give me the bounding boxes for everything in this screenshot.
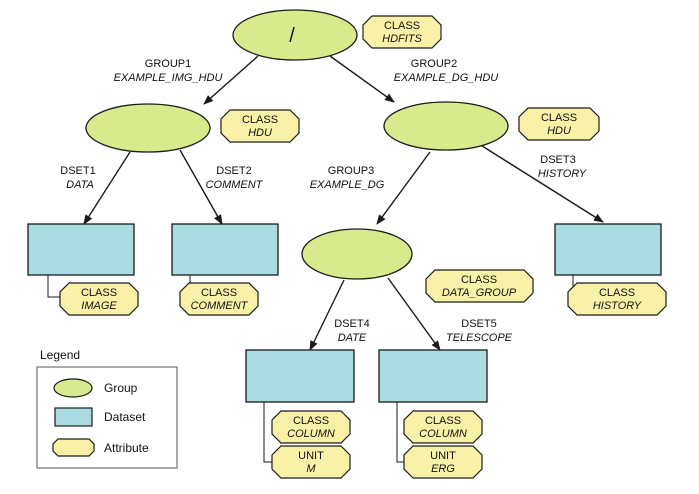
edge-label-group3-name: GROUP3: [328, 165, 374, 177]
legend-title: Legend: [40, 348, 80, 362]
attr-dset5-class-key: CLASS: [425, 415, 461, 427]
edge-label-group2-name: GROUP2: [411, 58, 457, 70]
edge-label-dset2-value: COMMENT: [206, 179, 264, 191]
edge-label-group1-value: EXAMPLE_IMG_HDU: [114, 72, 223, 84]
attr-group2-class-key: CLASS: [541, 112, 577, 124]
legend-attribute-label: Attribute: [104, 441, 149, 455]
attr-group3-class-value: DATA_GROUP: [442, 287, 517, 299]
root-label: /: [289, 25, 295, 47]
attr-dset1-class-key: CLASS: [81, 287, 117, 299]
edge-root-group1: [203, 55, 259, 105]
connector-dset5-attrs: [396, 402, 404, 463]
legend-dataset-label: Dataset: [104, 410, 146, 424]
edge-label-dset2-name: DSET2: [216, 165, 251, 177]
edge-labels: GROUP1 EXAMPLE_IMG_HDU GROUP2 EXAMPLE_DG…: [60, 58, 587, 344]
edge-label-dset5-value: TELESCOPE: [446, 332, 513, 344]
attr-group2-class-value: HDU: [547, 125, 571, 137]
legend-group-label: Group: [104, 381, 138, 395]
attr-dset5-unit-value: ERG: [431, 463, 455, 475]
attr-dset3-class-value: HISTORY: [593, 300, 642, 312]
attribute-texts: CLASS HDFITS CLASS HDU CLASS HDU CLASS I…: [81, 20, 642, 475]
edge-label-dset1-name: DSET1: [60, 165, 95, 177]
legend: Legend Group Dataset Attribute: [36, 348, 178, 469]
attr-dset3-class[interactable]: [567, 282, 667, 316]
legend-group-swatch: [53, 378, 93, 398]
edge-label-dset3-name: DSET3: [540, 154, 575, 166]
edge-label-dset5-name: DSET5: [461, 318, 496, 330]
edge-label-group1-name: GROUP1: [145, 58, 191, 70]
edge-group1-dset2: [179, 149, 223, 225]
attr-root-class-value: HDFITS: [382, 33, 422, 45]
dataset-dset3[interactable]: [554, 223, 662, 276]
edge-label-group3-value: EXAMPLE_DG: [310, 179, 385, 191]
group-group1[interactable]: [85, 103, 211, 153]
connector-dset4-attrs: [263, 402, 272, 463]
dataset-dset5[interactable]: [378, 349, 488, 403]
attr-dset2-class-key: CLASS: [201, 287, 237, 299]
attr-dset2-class-value: COMMENT: [191, 300, 249, 312]
legend-dataset-swatch: [54, 407, 93, 427]
edge-label-dset4-name: DSET4: [334, 318, 369, 330]
attr-dset4-class-value: COLUMN: [287, 428, 335, 440]
dataset-dset1[interactable]: [27, 223, 135, 276]
edge-group3-dset4: [309, 279, 345, 351]
attribute-tags: [59, 15, 667, 479]
edge-group1-dset1: [83, 151, 131, 225]
legend-attribute-swatch: [52, 438, 95, 457]
attr-group1-class[interactable]: [220, 109, 300, 143]
attr-dset1-class-value: IMAGE: [81, 300, 117, 312]
attr-dset4-class-key: CLASS: [293, 415, 329, 427]
connector-dset1-class: [47, 275, 60, 298]
edges: [83, 55, 604, 351]
attr-dset2-class[interactable]: [179, 282, 259, 316]
edge-label-dset1-value: DATA: [66, 179, 94, 191]
attr-dset1-class[interactable]: [59, 282, 139, 316]
group-root[interactable]: [232, 9, 358, 61]
group-group3[interactable]: [301, 228, 413, 280]
edge-group2-dset3: [478, 143, 604, 223]
attr-dset5-unit-key: UNIT: [430, 450, 456, 462]
edge-label-dset3-value: HISTORY: [538, 168, 587, 180]
attr-dset4-unit-key: UNIT: [298, 450, 324, 462]
dataset-dset2[interactable]: [171, 223, 279, 276]
attr-group3-class-key: CLASS: [461, 274, 497, 286]
attr-group1-class-key: CLASS: [242, 114, 278, 126]
legend-box: [36, 366, 178, 469]
edge-group3-dset5: [387, 277, 441, 351]
attr-dset4-unit[interactable]: [271, 445, 351, 479]
edge-root-group2: [329, 55, 395, 103]
group-group2[interactable]: [383, 101, 509, 151]
group-nodes: [85, 9, 509, 280]
attr-group1-class-value: HDU: [248, 127, 272, 139]
attr-root-class-key: CLASS: [384, 20, 420, 32]
attr-group2-class[interactable]: [518, 107, 600, 141]
attr-group3-class[interactable]: [425, 269, 534, 303]
edge-group2-group3: [376, 151, 431, 225]
edge-label-dset4-value: DATE: [338, 332, 367, 344]
dataset-nodes: [27, 223, 662, 403]
dataset-dset4[interactable]: [245, 349, 355, 403]
attr-dset4-class[interactable]: [271, 410, 351, 444]
edge-label-group2-value: EXAMPLE_DG_HDU: [394, 72, 499, 84]
attr-root-class[interactable]: [362, 15, 442, 49]
attr-dset5-unit[interactable]: [403, 445, 483, 479]
attr-dset4-unit-value: M: [306, 463, 316, 475]
attr-dset5-class-value: COLUMN: [419, 428, 467, 440]
attr-dset5-class[interactable]: [403, 410, 483, 444]
attr-dset3-class-key: CLASS: [599, 287, 635, 299]
